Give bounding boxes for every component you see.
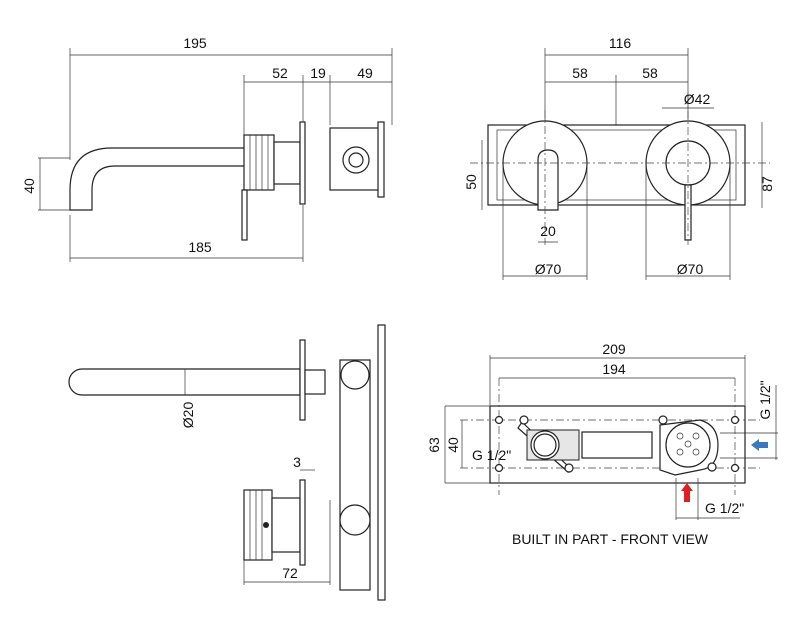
dim-185: 185 — [188, 239, 212, 255]
dim-3: 3 — [293, 454, 301, 470]
threaded-body — [243, 134, 275, 191]
spout — [69, 147, 246, 211]
dim-63: 63 — [426, 437, 442, 453]
top-view: Ø20 3 72 — [68, 324, 386, 601]
dim-209: 209 — [602, 341, 626, 357]
dim-d42: Ø42 — [684, 91, 711, 107]
dim-19: 19 — [310, 65, 326, 81]
handle-side — [243, 489, 273, 561]
dim-58-left: 58 — [572, 65, 588, 81]
cold-inlet-arrow-icon — [751, 439, 768, 451]
bottom-inlet-thread-label: G 1/2" — [705, 500, 744, 516]
dim-d20: Ø20 — [180, 402, 196, 429]
built-in-part-view: 209 194 63 40 G 1/2" G 1/2" G 1/ — [426, 341, 778, 547]
lever — [241, 189, 248, 241]
hot-inlet-arrow-icon — [681, 483, 693, 502]
spout-top — [68, 368, 301, 396]
side-view: 195 52 19 49 40 185 — [21, 35, 393, 262]
dim-194: 194 — [602, 361, 626, 377]
dim-58-right: 58 — [642, 65, 658, 81]
dim-40: 40 — [21, 178, 37, 194]
dim-72: 72 — [282, 565, 298, 581]
rosette-plate — [299, 121, 306, 205]
front-view: 116 58 58 Ø42 50 87 20 Ø70 Ø70 — [463, 35, 775, 280]
cartridge — [665, 422, 711, 468]
dim-20: 20 — [540, 223, 556, 239]
wall-plate — [377, 324, 386, 601]
dim-49: 49 — [357, 65, 373, 81]
dim-d70-left: Ø70 — [535, 261, 562, 277]
dim-52: 52 — [272, 65, 288, 81]
mixer-body — [581, 431, 653, 459]
dim-40-inner: 40 — [445, 437, 461, 453]
dim-50: 50 — [463, 174, 479, 190]
dim-116: 116 — [609, 35, 632, 51]
side-inlet-thread-label: G 1/2" — [757, 380, 773, 419]
dim-87: 87 — [759, 176, 775, 192]
body-pipe — [339, 359, 371, 591]
spout-front — [537, 149, 559, 211]
dim-d70-right: Ø70 — [677, 261, 704, 277]
view-caption: BUILT IN PART - FRONT VIEW — [512, 531, 709, 547]
dim-195: 195 — [183, 35, 207, 51]
screw-holes — [494, 415, 740, 473]
outlet-thread-label: G 1/2" — [472, 447, 511, 463]
